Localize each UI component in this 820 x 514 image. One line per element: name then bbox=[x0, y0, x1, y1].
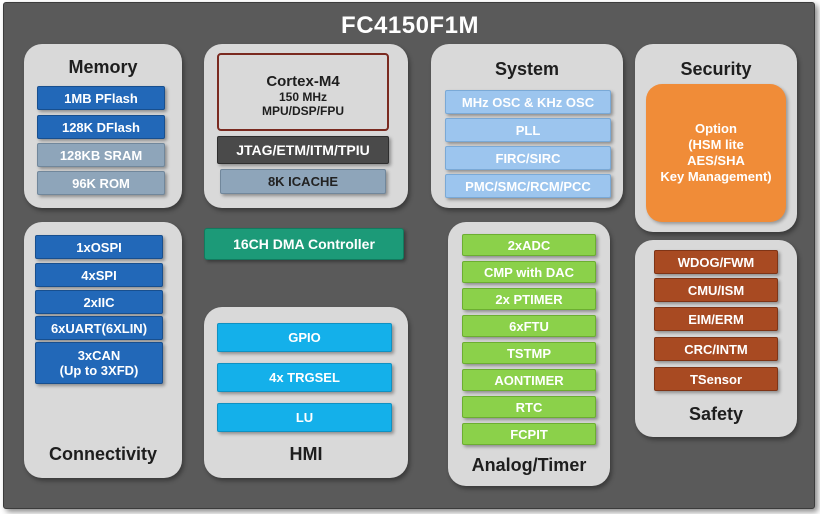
analog-timer-panel: 2xADC CMP with DAC 2x PTIMER 6xFTU TSTMP… bbox=[448, 222, 610, 486]
memory-panel: Memory 1MB PFlash 128K DFlash 128KB SRAM… bbox=[24, 44, 182, 208]
option-line: (HSM lite bbox=[688, 137, 744, 152]
core-panel: Cortex-M4 150 MHz MPU/DSP/FPU JTAG/ETM/I… bbox=[204, 44, 408, 208]
core-name: Cortex-M4 bbox=[266, 73, 340, 90]
memory-item: 96K ROM bbox=[37, 171, 165, 195]
option-line: Key Management) bbox=[660, 169, 772, 184]
connectivity-item: 4xSPI bbox=[35, 263, 163, 287]
analog-item: 6xFTU bbox=[462, 315, 596, 337]
memory-item: 1MB PFlash bbox=[37, 86, 165, 110]
analog-item: CMP with DAC bbox=[462, 261, 596, 283]
system-item: MHz OSC & KHz OSC bbox=[445, 90, 611, 114]
hmi-panel: GPIO 4x TRGSEL LU HMI bbox=[204, 307, 408, 478]
hmi-item: GPIO bbox=[217, 323, 392, 352]
core-features: MPU/DSP/FPU bbox=[261, 104, 344, 118]
connectivity-item: 2xIIC bbox=[35, 290, 163, 314]
analog-timer-title: Analog/Timer bbox=[471, 455, 587, 475]
analog-item: AONTIMER bbox=[462, 369, 596, 391]
safety-item: EIM/ERM bbox=[654, 307, 778, 331]
option-line: AES/SHA bbox=[687, 153, 745, 168]
safety-item: CMU/ISM bbox=[654, 278, 778, 302]
connectivity-item: 6xUART(6XLIN) bbox=[35, 316, 163, 340]
hmi-item: LU bbox=[217, 403, 392, 432]
hmi-title: HMI bbox=[289, 444, 323, 464]
can-block: 3xCAN (Up to 3XFD) bbox=[35, 342, 163, 384]
connectivity-panel: 1xOSPI 4xSPI 2xIIC 6xUART(6XLIN) 3xCAN (… bbox=[24, 222, 182, 478]
security-title: Security bbox=[680, 59, 752, 79]
safety-item: CRC/INTM bbox=[654, 337, 778, 361]
option-line: Option bbox=[695, 121, 737, 136]
chip-title: FC4150F1M bbox=[341, 12, 479, 39]
analog-item: FCPIT bbox=[462, 423, 596, 445]
memory-item: 128KB SRAM bbox=[37, 143, 165, 167]
safety-title: Safety bbox=[688, 404, 744, 424]
icache-block: 8K ICACHE bbox=[220, 169, 386, 194]
hmi-item: 4x TRGSEL bbox=[217, 363, 392, 392]
can-line: (Up to 3XFD) bbox=[59, 363, 139, 378]
system-panel: System MHz OSC & KHz OSC PLL FIRC/SIRC P… bbox=[431, 44, 623, 208]
memory-item: 128K DFlash bbox=[37, 115, 165, 139]
safety-item: WDOG/FWM bbox=[654, 250, 778, 274]
security-panel: Security Option (HSM lite AES/SHA Key Ma… bbox=[635, 44, 797, 232]
analog-item: TSTMP bbox=[462, 342, 596, 364]
memory-title: Memory bbox=[68, 57, 138, 77]
dma-controller-block: 16CH DMA Controller bbox=[204, 228, 404, 260]
hsm-option-block: Option (HSM lite AES/SHA Key Management) bbox=[646, 84, 786, 222]
analog-item: 2xADC bbox=[462, 234, 596, 256]
can-line: 3xCAN bbox=[77, 348, 121, 363]
safety-panel: WDOG/FWM CMU/ISM EIM/ERM CRC/INTM TSenso… bbox=[635, 240, 797, 437]
system-item: PMC/SMC/RCM/PCC bbox=[445, 174, 611, 198]
analog-item: RTC bbox=[462, 396, 596, 418]
system-title: System bbox=[494, 59, 560, 79]
connectivity-item: 1xOSPI bbox=[35, 235, 163, 259]
cortex-m4-box: Cortex-M4 150 MHz MPU/DSP/FPU bbox=[217, 53, 389, 131]
system-item: PLL bbox=[445, 118, 611, 142]
connectivity-title: Connectivity bbox=[48, 444, 158, 464]
analog-item: 2x PTIMER bbox=[462, 288, 596, 310]
safety-item: TSensor bbox=[654, 367, 778, 391]
debug-block: JTAG/ETM/ITM/TPIU bbox=[217, 136, 389, 164]
core-frequency: 150 MHz bbox=[278, 90, 328, 104]
system-item: FIRC/SIRC bbox=[445, 146, 611, 170]
